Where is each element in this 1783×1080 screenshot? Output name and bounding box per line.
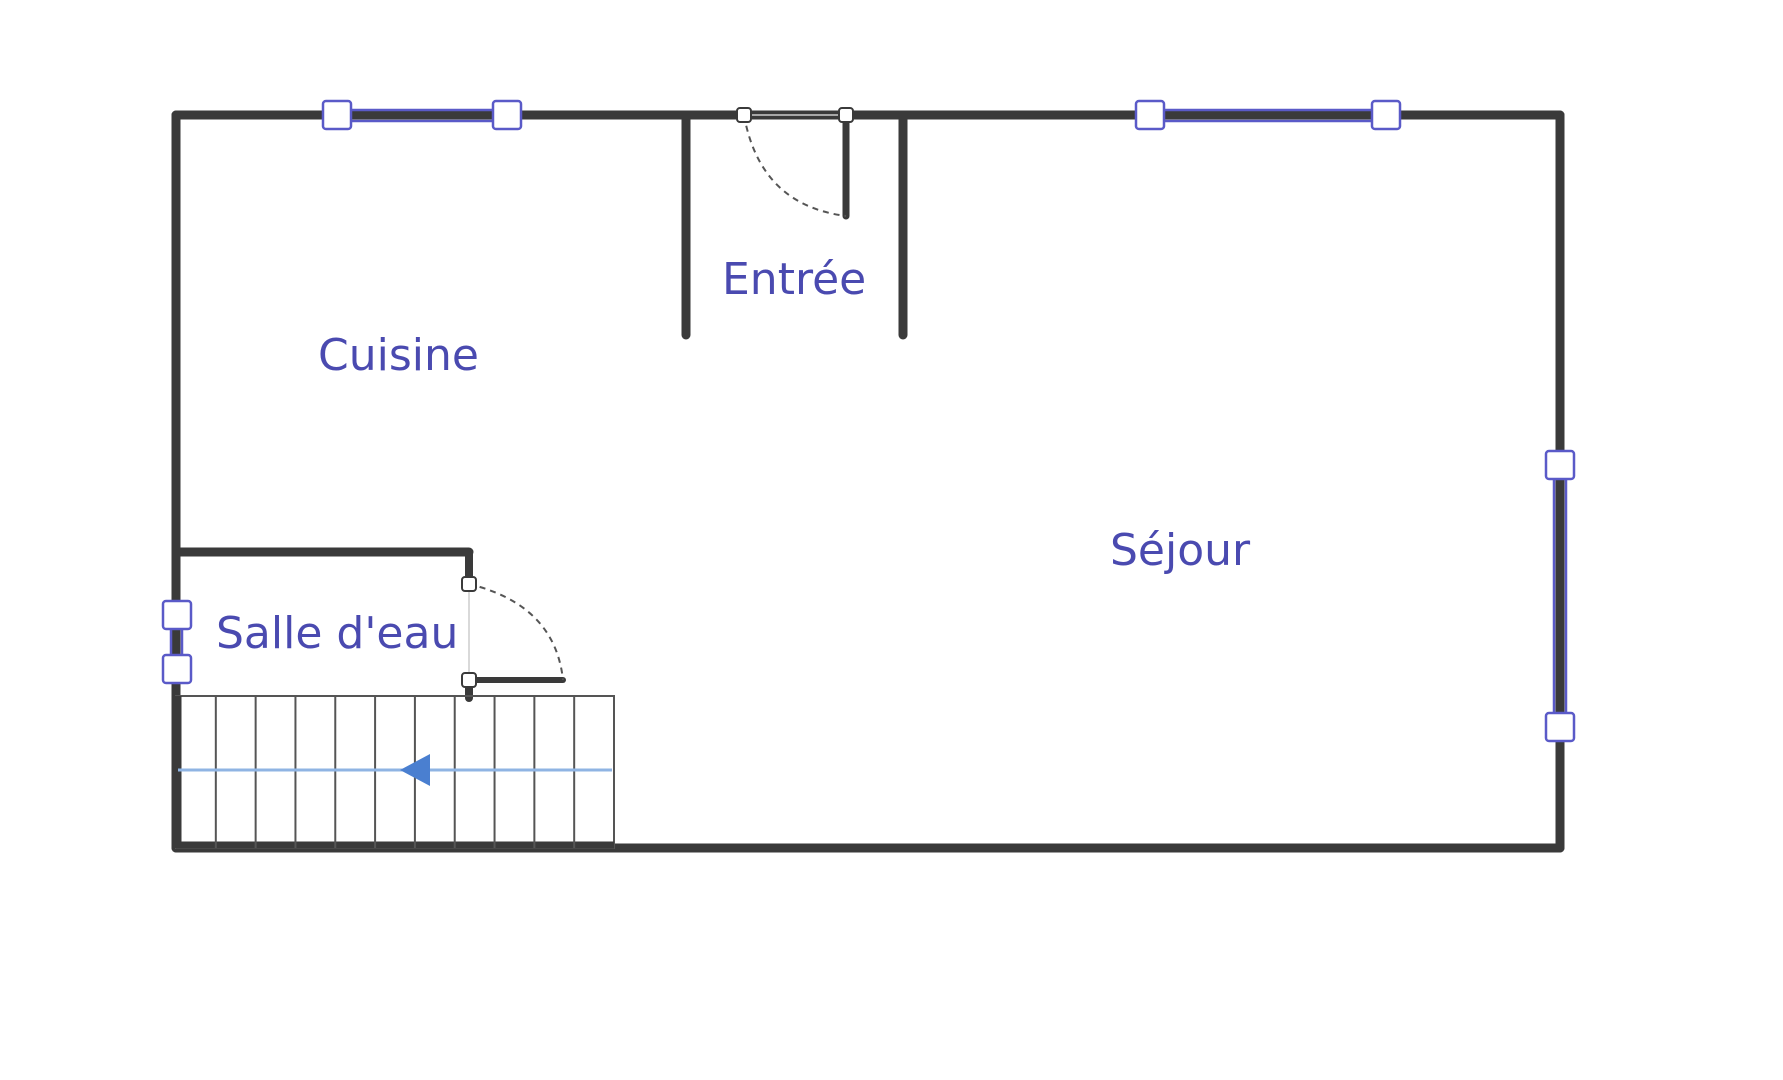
door-hinge xyxy=(736,107,752,123)
door-swing-arc xyxy=(743,114,847,217)
door-swing-arc xyxy=(468,583,564,681)
window-sejour-right xyxy=(1544,449,1576,743)
stair-direction-arrow-icon xyxy=(400,754,430,786)
window-sejour-top xyxy=(1134,99,1402,131)
door-hinge xyxy=(838,107,854,123)
door-hinge xyxy=(461,672,477,688)
room-label-salle-d-eau: Salle d'eau xyxy=(216,608,458,659)
room-label-entree: Entrée xyxy=(722,254,866,305)
window-handle xyxy=(1370,99,1402,131)
window-handle xyxy=(321,99,353,131)
window-handle xyxy=(1134,99,1166,131)
window-salle-d-eau xyxy=(161,599,193,685)
stair-steps xyxy=(214,696,576,848)
window-handle xyxy=(491,99,523,131)
staircase xyxy=(174,695,615,849)
window-handle xyxy=(1544,449,1576,481)
room-label-cuisine: Cuisine xyxy=(318,330,479,381)
window-handle xyxy=(161,653,193,685)
door-entree xyxy=(736,107,854,217)
window-handle xyxy=(161,599,193,631)
outer-walls xyxy=(171,110,1565,853)
window-handle xyxy=(1544,711,1576,743)
doors xyxy=(461,107,854,688)
staircase-outline xyxy=(175,695,615,849)
window-cuisine xyxy=(321,99,523,131)
room-label-sejour: Séjour xyxy=(1110,525,1251,576)
door-hinge xyxy=(461,576,477,592)
windows xyxy=(161,99,1576,743)
room-labels: Cuisine Entrée Séjour Salle d'eau xyxy=(216,254,1251,659)
door-salle-d-eau xyxy=(461,576,564,688)
interior-walls xyxy=(171,110,908,702)
